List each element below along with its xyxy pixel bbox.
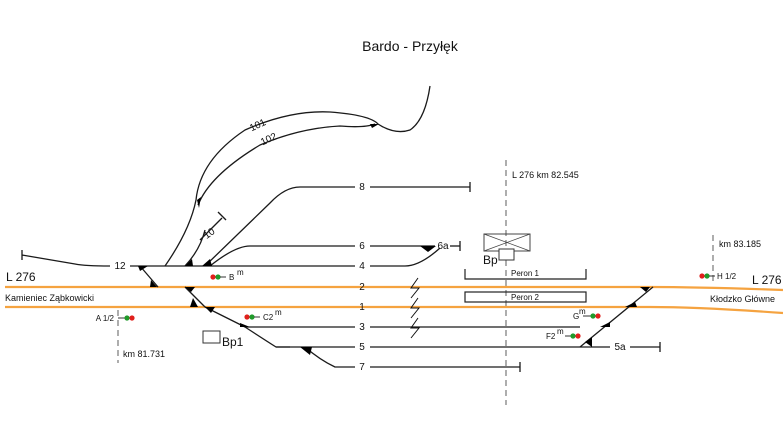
- line-label-right: L 276: [752, 273, 782, 287]
- main-track-1: [5, 305, 783, 315]
- platform-2-label: Peron 2: [511, 293, 540, 302]
- diagram-title: Bardo - Przyłęk: [362, 38, 459, 54]
- signal-G-sup: m: [579, 307, 586, 316]
- direction-right: Kłodzko Główne: [710, 294, 775, 304]
- label-track-1: 1: [359, 302, 365, 313]
- label-bp1: Bp1: [222, 335, 244, 349]
- switch-2-1: [184, 286, 206, 308]
- track-12: [21, 250, 111, 267]
- label-track-7: 7: [359, 362, 365, 373]
- platform-1-label: Peron 1: [511, 269, 540, 278]
- catenary-section-marks: [410, 277, 421, 339]
- signal-C2-label: C2: [263, 313, 274, 322]
- track-102: [197, 123, 376, 206]
- building-bp1: [202, 330, 221, 344]
- signal-G-label: G: [573, 312, 579, 321]
- label-track-5a: 5a: [614, 342, 626, 353]
- km-left: km 81.731: [123, 349, 165, 359]
- label-track-101: 101: [248, 117, 268, 134]
- buffer-10: [217, 211, 227, 221]
- label-track-2: 2: [359, 282, 365, 293]
- label-track-4: 4: [359, 261, 365, 272]
- track-7-curve: [304, 346, 355, 368]
- signal-F2-sup: m: [557, 327, 564, 336]
- switch-12-2: [139, 265, 159, 288]
- main-track-2: [5, 285, 783, 292]
- label-track-6: 6: [359, 241, 365, 252]
- signal-H: H 1/2: [699, 272, 737, 281]
- km-station: L 276 km 82.545: [512, 170, 579, 180]
- signal-A: A 1/2: [96, 314, 135, 323]
- signal-B: B m: [210, 268, 244, 282]
- label-track-12: 12: [114, 261, 126, 272]
- signal-C2: C2 m: [244, 308, 282, 322]
- switch-right: [579, 286, 654, 348]
- direction-left: Kamieniec Ząbkowicki: [5, 293, 94, 303]
- station-building-bp: [483, 233, 531, 261]
- platform-2: [464, 291, 587, 303]
- signal-A-label: A 1/2: [96, 314, 115, 323]
- signal-F2-label: F2: [546, 332, 556, 341]
- platform-1: [464, 269, 587, 280]
- label-track-5: 5: [359, 342, 365, 353]
- line-label-left: L 276: [6, 270, 36, 284]
- track-10: [199, 217, 223, 241]
- signal-F2: F2 m: [546, 327, 581, 341]
- switch-markers: [138, 124, 650, 355]
- signal-G: G m: [573, 307, 601, 321]
- label-track-6a: 6a: [437, 241, 449, 252]
- track-8-left: [204, 186, 355, 267]
- track-4-to-6: [404, 247, 441, 267]
- signal-B-label: B: [229, 273, 234, 282]
- label-bp: Bp: [483, 253, 498, 267]
- label-track-8: 8: [359, 182, 365, 193]
- km-right: km 83.185: [719, 239, 761, 249]
- signal-C2-sup: m: [275, 308, 282, 317]
- label-track-102: 102: [259, 131, 279, 148]
- signal-H-label: H 1/2: [717, 272, 737, 281]
- track-10-base: [184, 229, 206, 267]
- label-track-3: 3: [359, 322, 365, 333]
- label-track-10: 10: [202, 226, 218, 242]
- track-6-left: [209, 245, 355, 267]
- signal-B-sup: m: [237, 268, 244, 277]
- track-101: [164, 85, 431, 267]
